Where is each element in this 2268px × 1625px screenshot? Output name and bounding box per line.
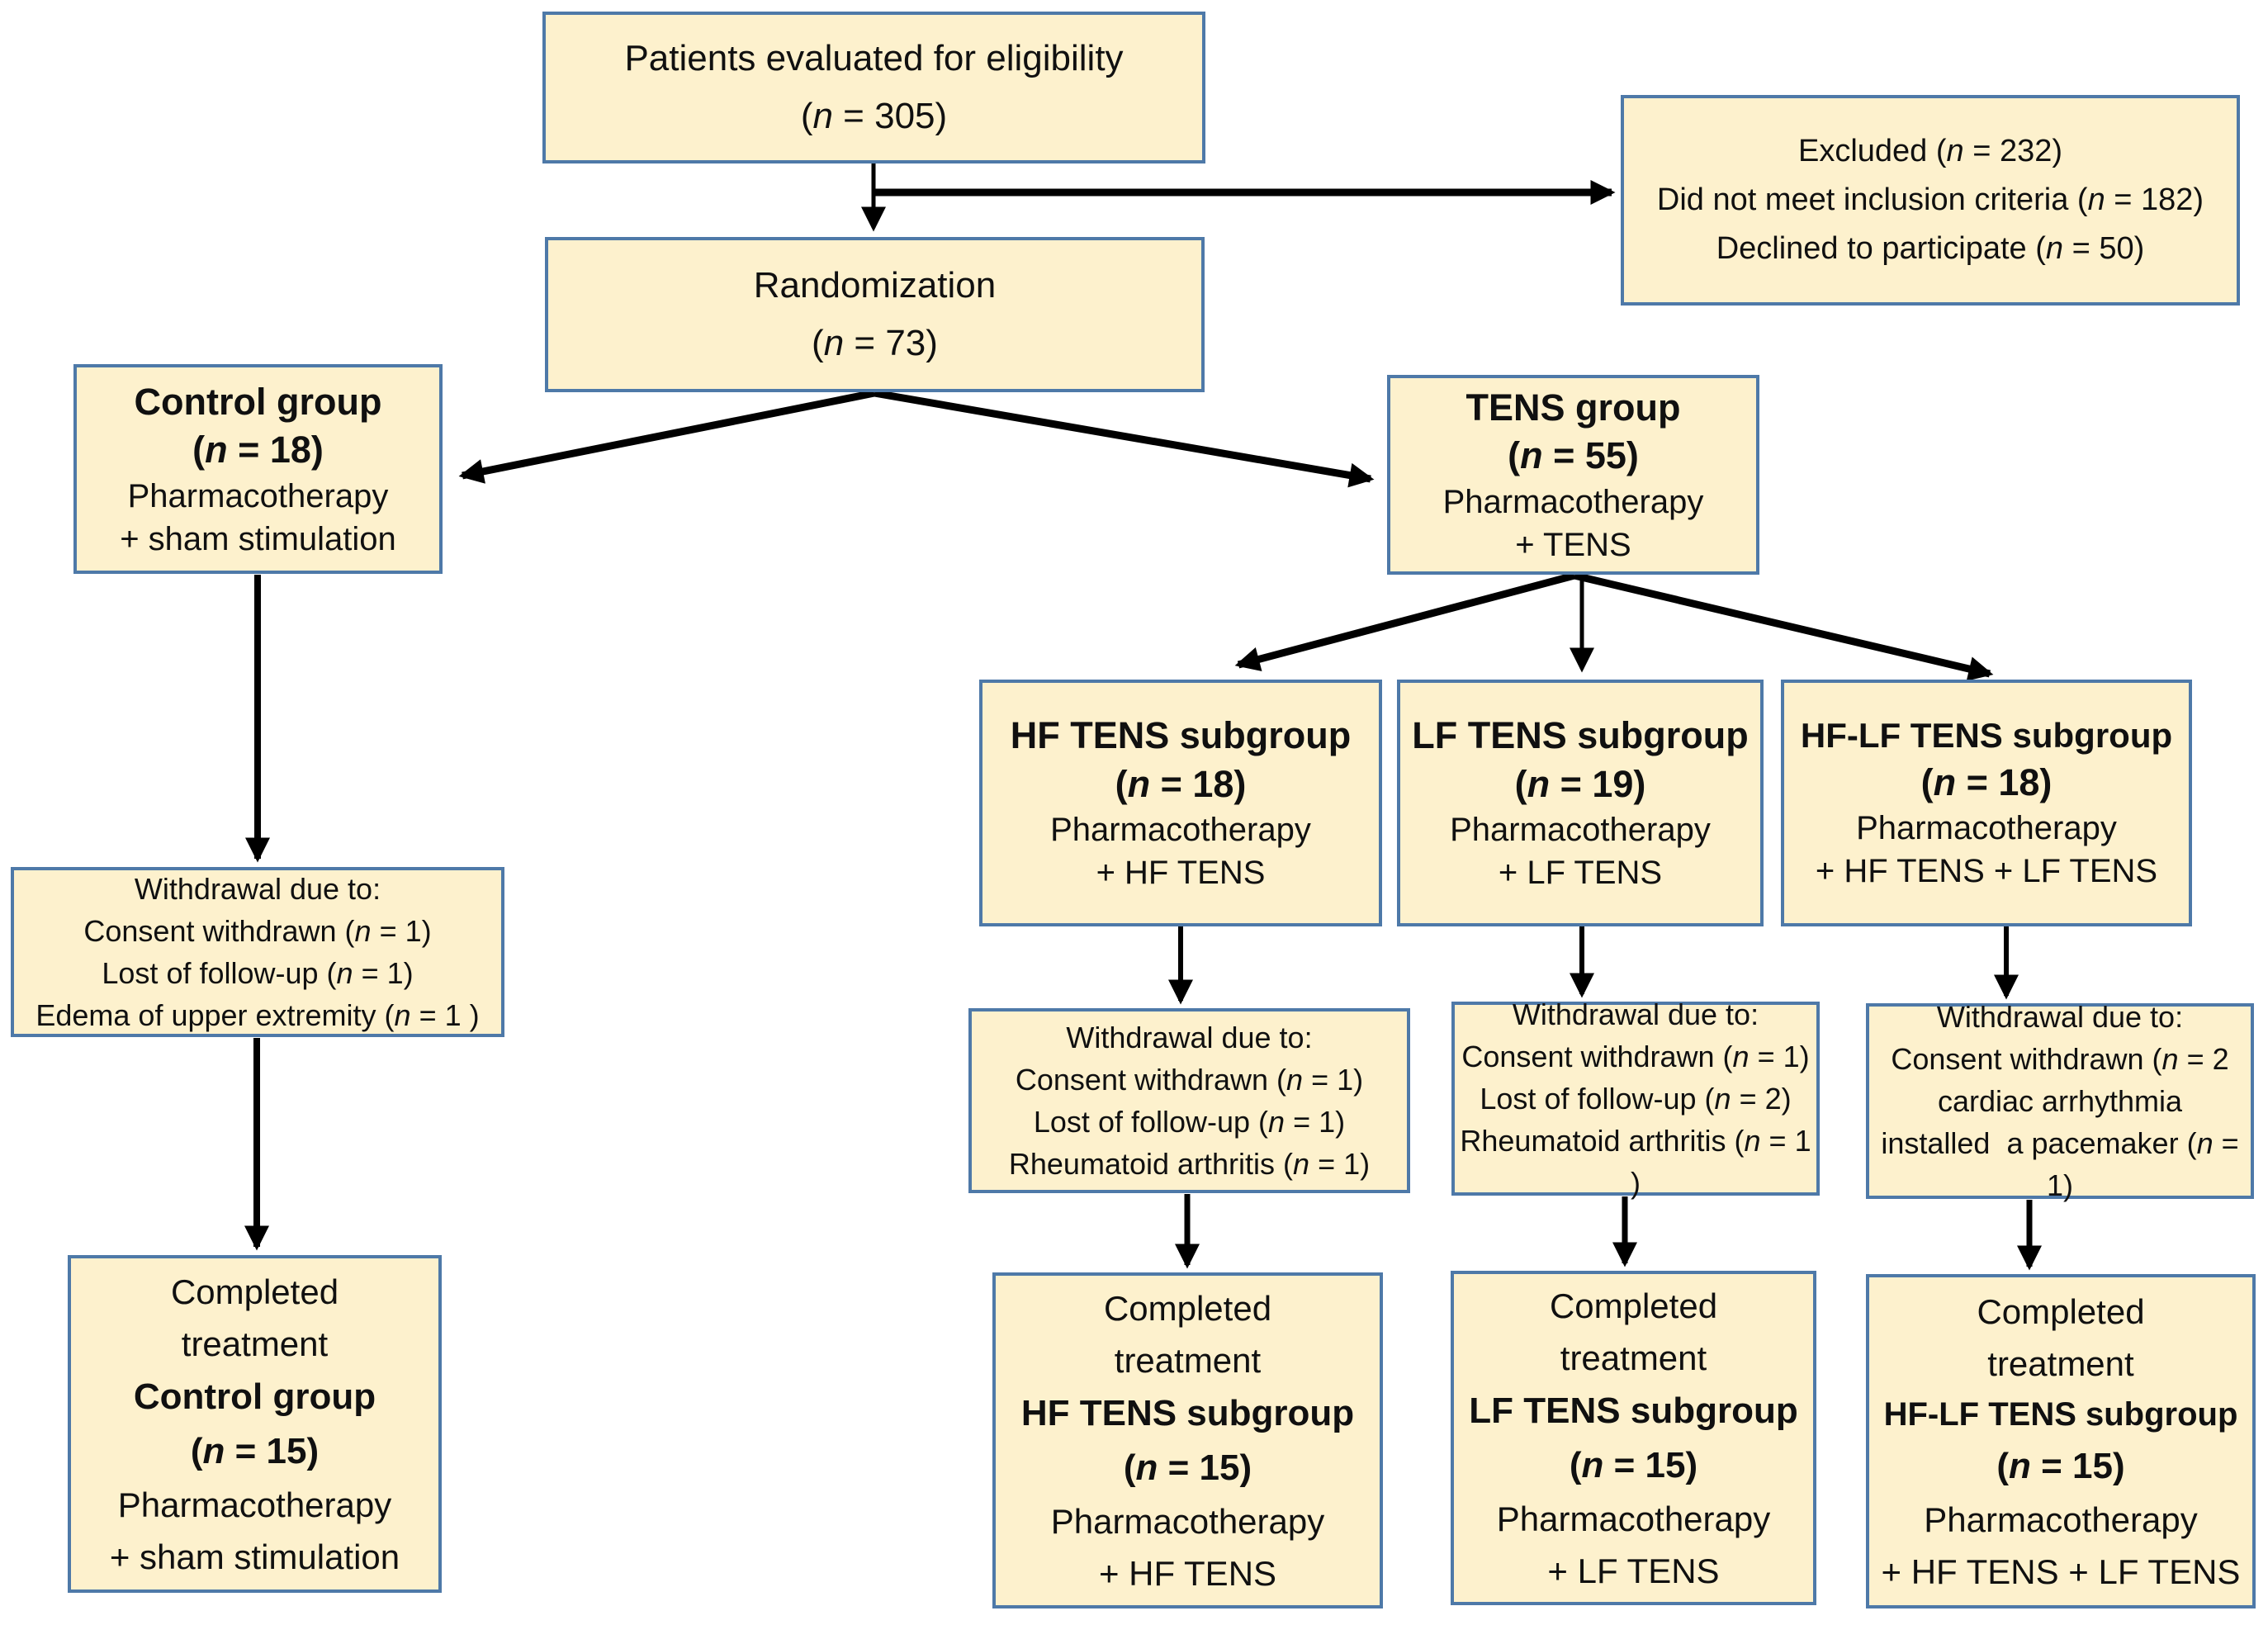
box-completed-control: Completed treatment Control group (n = 1… [68,1255,442,1593]
text-line: Lost of follow-up (n = 2) [1480,1081,1792,1116]
text-line: + TENS [1515,526,1631,563]
text-line: (n = 18) [192,429,324,471]
text-line: + sham stimulation [120,520,396,557]
text-line: (n = 18) [1115,762,1247,805]
box-withdrawal-hf: Withdrawal due to: Consent withdrawn (n … [968,1008,1410,1193]
text-line: (n = 15) [1996,1445,2125,1486]
text-line: Consent withdrawn (n = 1) [1461,1039,1810,1073]
arrow-tens-to-hf [1234,571,1576,671]
arrow-randomization-to-control [458,389,875,484]
text-line: + sham stimulation [109,1537,400,1576]
box-completed-hf: Completed treatment HF TENS subgroup (n … [992,1272,1383,1608]
text-line: treatment [1987,1343,2134,1383]
text-line: Control group [133,1376,376,1417]
box-withdrawal-lf: Withdrawal due to: Consent withdrawn (n … [1451,997,1820,1200]
text-line: installed a pacemaker (n = 1) [1881,1126,2247,1203]
text-line: Pharmacotherapy [1924,1499,2198,1539]
text-line: Patients evaluated for eligibility [624,37,1124,78]
box-hf-lf-tens-subgroup: HF-LF TENS subgroup (n = 18) Pharmacothe… [1781,680,2192,926]
text-line: Completed [1103,1288,1272,1328]
text-line: Consent withdrawn (n = 1) [1015,1062,1364,1097]
box-completed-hflf: Completed treatment HF-LF TENS subgroup … [1866,1274,2256,1608]
text-line: + HF TENS [1096,855,1266,891]
text-line: Declined to participate (n = 50) [1716,230,2145,266]
text-line: Consent withdrawn (n = 1) [83,913,432,948]
text-line: Pharmacotherapy [117,1485,392,1524]
text-line: TENS group [1465,386,1681,429]
box-randomization: Randomization (n = 73) [545,237,1205,392]
text-line: Control group [134,380,382,423]
text-line: Lost of follow-up (n = 1) [1033,1105,1346,1139]
text-line: Randomization [753,264,997,306]
text-line: Completed [170,1272,339,1311]
text-line: HF-LF TENS subgroup [1883,1395,2238,1433]
text-line: (n = 15) [1123,1447,1252,1488]
text-line: Pharmacotherapy [127,477,389,514]
text-line: (n = 55) [1508,434,1639,476]
text-line: + LF TENS [1498,855,1663,891]
text-line: Pharmacotherapy [1496,1499,1771,1538]
box-withdrawal-hflf: Withdrawal due to: Consent withdrawn (n … [1866,1000,2254,1202]
text-line: Completed [1549,1286,1718,1325]
box-patients-evaluated: Patients evaluated for eligibility (n = … [542,12,1205,163]
text-line: HF TENS subgroup [1020,1392,1355,1433]
text-line: Completed [1977,1291,2145,1331]
text-line: (n = 19) [1514,762,1646,805]
text-line: Withdrawal due to: [1936,999,2184,1034]
arrow-tens-to-hflf [1573,571,1994,681]
text-line: Pharmacotherapy [1050,812,1311,848]
text-line: Pharmacotherapy [1050,1501,1325,1541]
text-line: Withdrawal due to: [134,871,381,906]
text-line: cardiac arrhythmia [1937,1083,2183,1118]
box-excluded: Excluded (n = 232) Did not meet inclusio… [1621,95,2240,306]
box-hf-tens-subgroup: HF TENS subgroup (n = 18) Pharmacotherap… [979,680,1382,926]
text-line: LF TENS subgroup [1469,1390,1798,1431]
text-line: HF TENS subgroup [1010,714,1352,756]
text-line: Lost of follow-up (n = 1) [102,956,414,990]
text-line: (n = 305) [800,96,948,136]
box-tens-group: TENS group (n = 55) Pharmacotherapy + TE… [1387,375,1759,575]
arrow-randomization-to-tens [874,389,1375,488]
text-line: Pharmacotherapy [1450,812,1711,848]
text-line: Rheumatoid arthritis (n = 1) [1008,1147,1371,1182]
box-control-group: Control group (n = 18) Pharmacotherapy +… [73,364,443,574]
text-line: Pharmacotherapy [1442,483,1704,520]
text-line: (n = 15) [190,1430,320,1471]
box-withdrawal-control: Withdrawal due to: Consent withdrawn (n … [11,867,504,1037]
text-line: treatment [1560,1338,1707,1377]
text-line: Withdrawal due to: [1066,1020,1313,1054]
text-line: Consent withdrawn (n = 2 [1891,1041,2229,1076]
text-line: (n = 15) [1569,1444,1698,1485]
text-line: LF TENS subgroup [1412,714,1749,756]
text-line: Excluded (n = 232) [1797,134,2063,169]
text-line: treatment [181,1324,329,1363]
text-line: Did not meet inclusion criteria (n = 182… [1656,182,2204,218]
text-line: Rheumatoid arthritis (n = 1 ) [1460,1124,1828,1201]
text-line: + HF TENS + LF TENS [1815,853,2158,890]
text-line: Edema of upper extremity (n = 1 ) [36,998,480,1033]
text-line: + HF TENS + LF TENS [1881,1552,2241,1591]
text-line: treatment [1114,1340,1262,1380]
box-lf-tens-subgroup: LF TENS subgroup (n = 19) Pharmacotherap… [1397,680,1764,926]
text-line: (n = 18) [1920,760,2053,803]
text-line: + HF TENS [1098,1553,1277,1593]
box-completed-lf: Completed treatment LF TENS subgroup (n … [1451,1271,1816,1605]
text-line: + LF TENS [1547,1551,1720,1590]
text-line: HF-LF TENS subgroup [1800,715,2173,755]
text-line: Withdrawal due to: [1512,997,1759,1031]
text-line: Pharmacotherapy [1856,810,2117,847]
text-line: (n = 73) [812,323,938,363]
